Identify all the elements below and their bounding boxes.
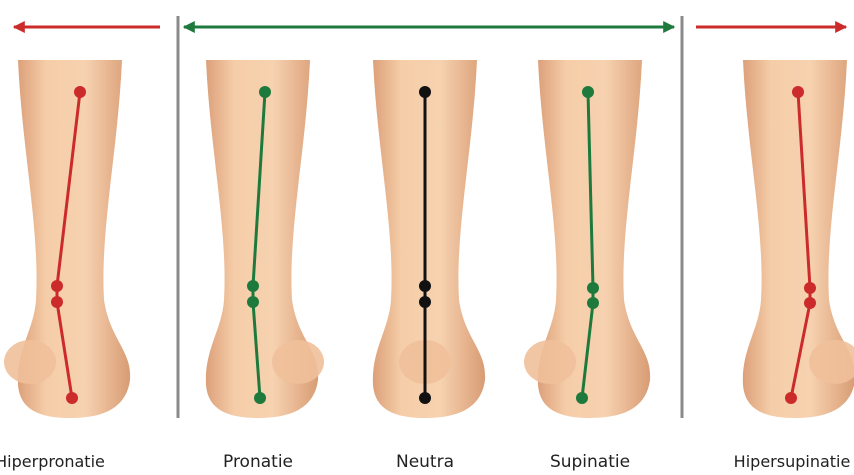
label-hipersupinatie: Hipersupinatie xyxy=(734,452,851,471)
alignment-marker xyxy=(419,296,431,308)
alignment-marker xyxy=(51,296,63,308)
alignment-marker xyxy=(259,86,271,98)
alignment-marker xyxy=(419,280,431,292)
leg-neutra xyxy=(373,60,485,418)
alignment-marker xyxy=(247,280,259,292)
alignment-marker xyxy=(247,296,259,308)
heel-bulge xyxy=(4,340,56,384)
leg-hipersupinatie xyxy=(743,60,854,418)
alignment-marker xyxy=(582,86,594,98)
alignment-marker xyxy=(587,297,599,309)
leg-supinatie xyxy=(524,60,650,418)
leg-hiperpronatie xyxy=(4,60,130,418)
label-supinatie: Supinatie xyxy=(550,452,630,472)
label-neutra: Neutra xyxy=(396,452,454,472)
alignment-marker xyxy=(587,282,599,294)
alignment-marker xyxy=(785,392,797,404)
label-hiperpronatie: Hiperpronatie xyxy=(0,452,105,471)
alignment-marker xyxy=(804,282,816,294)
alignment-marker xyxy=(254,392,266,404)
label-pronatie: Pronatie xyxy=(223,452,293,472)
alignment-marker xyxy=(66,392,78,404)
heel-bulge xyxy=(524,340,576,384)
alignment-marker xyxy=(576,392,588,404)
alignment-marker xyxy=(51,280,63,292)
alignment-marker xyxy=(804,297,816,309)
leg-pronatie xyxy=(206,60,324,418)
heel-bulge xyxy=(272,340,324,384)
alignment-marker xyxy=(419,86,431,98)
alignment-marker xyxy=(419,392,431,404)
alignment-marker xyxy=(792,86,804,98)
alignment-marker xyxy=(74,86,86,98)
